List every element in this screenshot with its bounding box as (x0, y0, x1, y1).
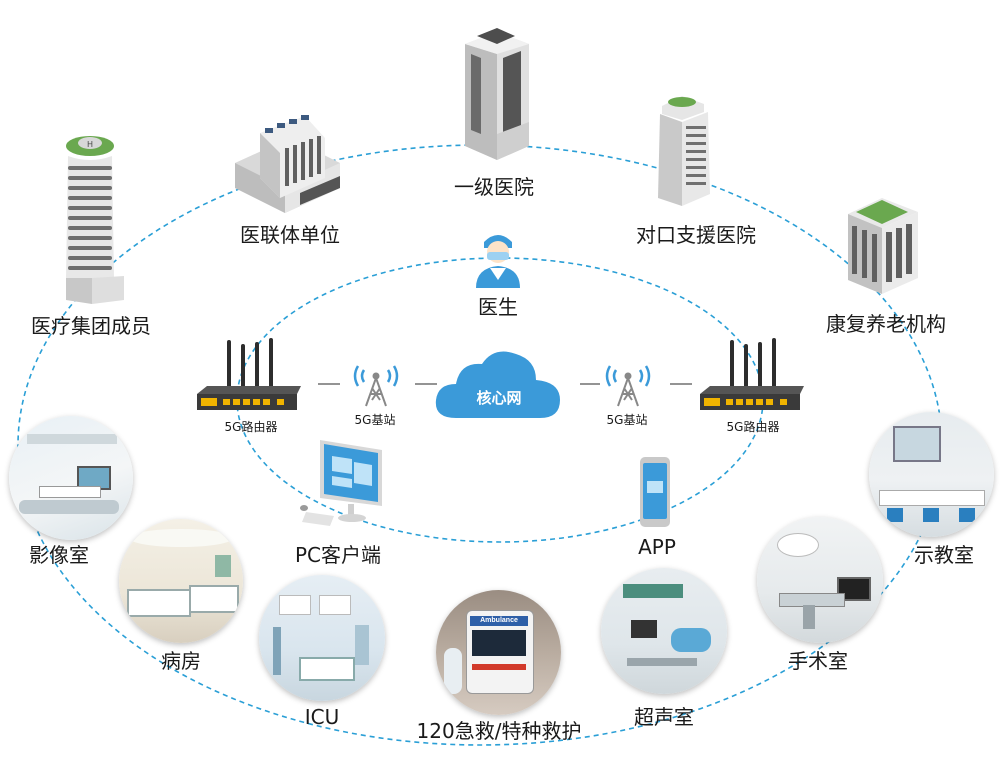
app-tablet-icon (640, 457, 670, 527)
grade1-hospital-label: 一级医院 (454, 175, 534, 199)
ward-photo (119, 519, 243, 643)
svg-text:H: H (87, 140, 93, 149)
alliance-unit-building-icon (235, 115, 340, 213)
imaging-room-photo (9, 416, 133, 540)
core-network-label: 核心网 (476, 389, 522, 407)
ambulance-photo: Ambulance (436, 590, 561, 715)
pc-monitor-icon (300, 440, 382, 526)
rehab-elderly-label: 康复养老机构 (826, 312, 946, 336)
base-station-left-icon (353, 365, 399, 407)
ambulance-label: 120急救/特种救护 (416, 719, 582, 743)
ultrasound-label: 超声室 (634, 705, 694, 729)
core-network-cloud-icon (435, 351, 560, 418)
grade1-hospital-tower-icon (465, 28, 529, 160)
router-right-icon (700, 338, 804, 410)
icu-photo (259, 575, 385, 701)
rehab-elderly-building-icon (848, 198, 918, 294)
base-station-right-icon (605, 365, 651, 407)
operating-room-photo (757, 517, 883, 643)
ultrasound-photo (601, 568, 727, 694)
teaching-room-photo (869, 412, 994, 537)
operating-label: 手术室 (788, 649, 848, 673)
support-hospital-tower-icon (658, 96, 710, 206)
imaging-label: 影像室 (29, 543, 89, 567)
teaching-label: 示教室 (914, 543, 974, 567)
support-hospital-label: 对口支援医院 (636, 223, 756, 247)
group-member-tower-icon: H (66, 136, 124, 304)
doctor-label: 医生 (478, 295, 518, 319)
base-station-left-label: 5G基站 (354, 413, 396, 427)
app-label: APP (638, 535, 676, 559)
router-left-label: 5G路由器 (224, 420, 278, 434)
pc-client-label: PC客户端 (294, 543, 382, 567)
doctor-icon (476, 235, 520, 288)
ambulance-sign: Ambulance (470, 616, 528, 626)
router-right-label: 5G路由器 (726, 420, 780, 434)
group-member-label: 医疗集团成员 (31, 314, 151, 338)
router-left-icon (197, 338, 301, 410)
ward-label: 病房 (161, 649, 201, 673)
icu-label: ICU (304, 705, 340, 729)
base-station-right-label: 5G基站 (606, 413, 648, 427)
alliance-unit-label: 医联体单位 (240, 223, 340, 247)
